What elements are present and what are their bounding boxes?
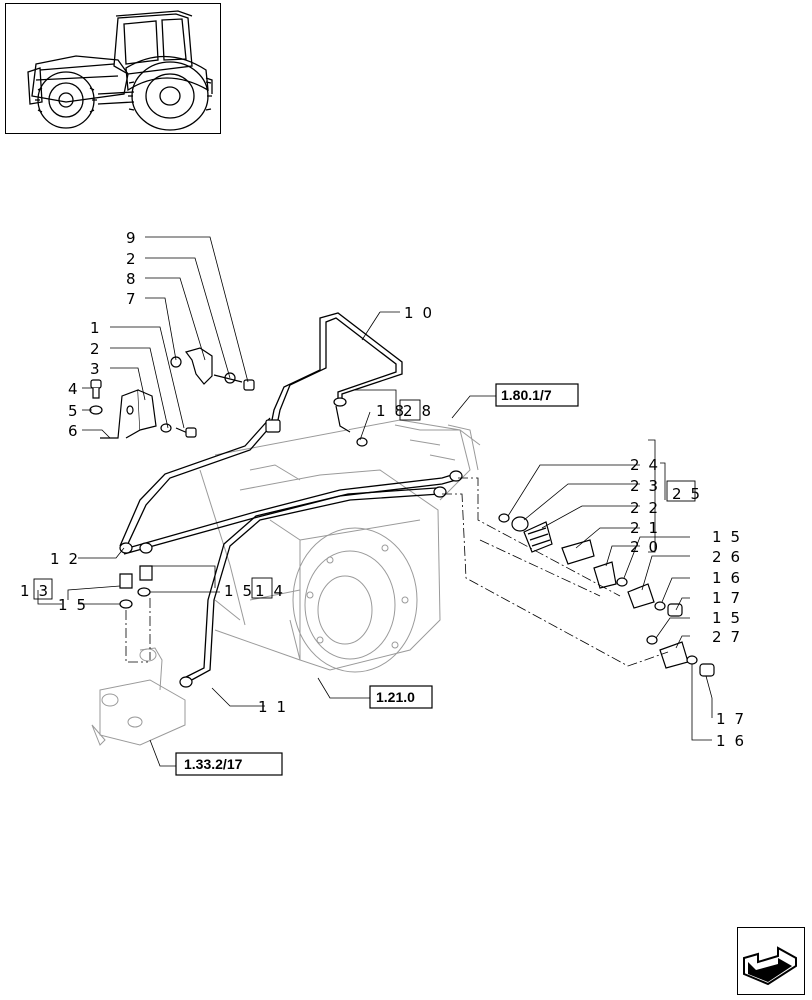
- callout-15d: 15: [224, 582, 261, 600]
- callout-21: 21: [630, 519, 667, 537]
- leader-lines: [37, 236, 713, 767]
- reference-boxes: 1.80.1/7 1.21.0 1.33.2/17: [175, 383, 579, 776]
- valve-block: [91, 647, 186, 746]
- callout-7: 7: [126, 290, 136, 308]
- connection-lines: [125, 477, 669, 667]
- reference-3-label: 1.33.2/17: [184, 756, 243, 772]
- callout-6: 6: [68, 422, 78, 440]
- callout-18: 18: [376, 402, 413, 420]
- callout-15: 15: [712, 528, 749, 546]
- callout-20: 20: [630, 538, 667, 556]
- callout-1: 1: [90, 319, 100, 337]
- callout-3: 3: [90, 360, 100, 378]
- reference-1-label: 1.80.1/7: [501, 387, 552, 403]
- callout-4: 4: [68, 380, 78, 398]
- callout-27: 27: [712, 628, 749, 646]
- callout-24: 24: [630, 456, 667, 474]
- reference-box-1[interactable]: [495, 383, 579, 407]
- callout-10: 10: [404, 304, 441, 322]
- callout-14: 14: [255, 582, 292, 600]
- hardware-parts: [89, 347, 715, 688]
- callout-28: 28: [403, 402, 440, 420]
- callout-26: 26: [712, 548, 749, 566]
- callout-17b: 17: [716, 710, 753, 728]
- callout-11: 11: [258, 698, 295, 716]
- callout-15c: 15: [58, 596, 95, 614]
- hydraulic-pipes: [119, 312, 457, 683]
- callout-13: 13: [20, 582, 57, 600]
- callout-9: 9: [126, 229, 136, 247]
- callout-15b: 15: [712, 609, 749, 627]
- callout-16: 16: [712, 569, 749, 587]
- callout-23: 23: [630, 477, 667, 495]
- next-page-button[interactable]: [737, 927, 805, 995]
- callout-2b: 2: [90, 340, 100, 358]
- callout-17: 17: [712, 589, 749, 607]
- next-page-arrow-icon: [743, 946, 797, 986]
- callout-25: 25: [672, 485, 709, 503]
- callout-8: 8: [126, 270, 136, 288]
- callout-5: 5: [68, 402, 78, 420]
- callout-16b: 16: [716, 732, 753, 750]
- callout-labels: 9 2 8 7 1 2 3 4 5 6 10 18 28 24 23 25 22…: [20, 229, 753, 750]
- reference-box-3[interactable]: [175, 752, 283, 776]
- callout-2: 2: [126, 250, 136, 268]
- tractor-thumbnail-icon: [27, 10, 213, 131]
- transmission-housing: [199, 419, 481, 673]
- callout-22: 22: [630, 499, 667, 517]
- callout-boxes: [33, 399, 696, 600]
- reference-2-label: 1.21.0: [376, 689, 415, 705]
- reference-box-2[interactable]: [369, 685, 433, 709]
- tractor-thumbnail: [5, 3, 221, 134]
- callout-12: 12: [50, 550, 87, 568]
